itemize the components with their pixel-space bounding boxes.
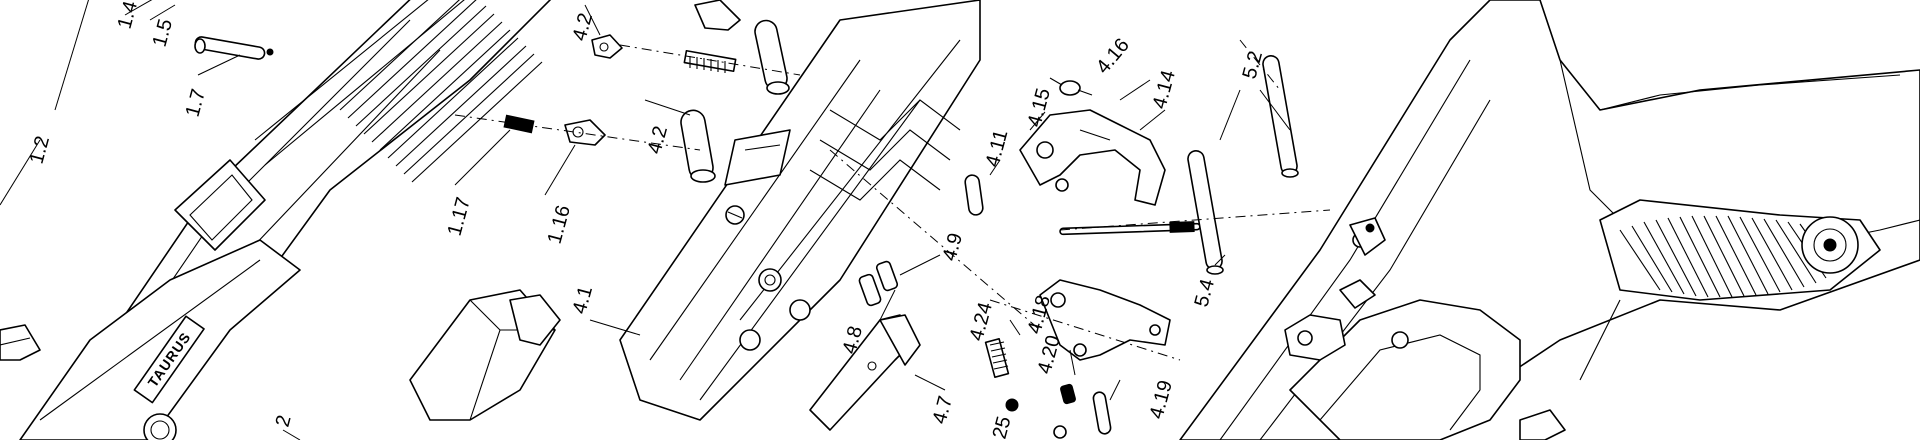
part-1-16	[564, 119, 606, 146]
pin-4-19	[1092, 391, 1112, 435]
callout-4-11: 4.11	[982, 127, 1013, 169]
part-4-18	[1039, 279, 1171, 361]
callout-4-19: 4.19	[1146, 378, 1177, 421]
spring-4-24	[984, 338, 1010, 378]
frame-emblem	[143, 413, 177, 440]
callout-1-4: 1.4	[114, 0, 142, 31]
slide-serrations	[339, 0, 543, 183]
callout-1-16: 1.16	[544, 203, 575, 246]
leader-lines	[0, 0, 1291, 440]
pin-4-11	[964, 174, 984, 216]
slide-assembly	[0, 0, 552, 440]
housing-lattice	[809, 99, 961, 201]
callout-1-7: 1.7	[182, 87, 210, 120]
part-4-7	[809, 314, 921, 431]
spring-4-16	[1049, 77, 1093, 96]
spring-1-17	[503, 114, 535, 134]
callout-4-2-top: 4.2	[569, 11, 597, 44]
part-4-20	[1060, 383, 1076, 405]
callout-4-1: 4.1	[569, 284, 597, 317]
callout-1-2: 1.2	[26, 134, 54, 167]
callout-4-16: 4.16	[1092, 34, 1134, 78]
pins-4-2	[680, 19, 790, 183]
callout-25: 25	[989, 414, 1016, 440]
parts-4-8-4-9	[858, 260, 899, 307]
callout-4-18: 4.18	[1024, 293, 1055, 336]
callout-5-4: 5.4	[1191, 277, 1219, 310]
small-parts-top	[591, 0, 741, 73]
trigger-4-14	[1019, 109, 1166, 206]
callout-4-20: 4.20	[1034, 333, 1065, 376]
callout-1-17: 1.17	[444, 195, 475, 238]
callout-4-2-mid: 4.2	[644, 124, 672, 157]
fire-control-housing	[619, 0, 981, 421]
ball-25	[1005, 398, 1067, 439]
pins-5-2	[1187, 54, 1299, 275]
callout-4-7: 4.7	[929, 394, 957, 427]
pin-1-7	[194, 36, 274, 60]
callout-4-24: 4.24	[966, 300, 997, 343]
callout-1-5: 1.5	[149, 17, 177, 50]
grip-texture	[1619, 215, 1835, 298]
callout-5-2: 5.2	[1239, 49, 1267, 82]
callout-4-14: 4.14	[1149, 68, 1180, 111]
frame-grip	[1179, 0, 1920, 440]
assembly-axis-lines	[454, 39, 1331, 361]
pin-5-4	[1059, 221, 1201, 236]
magazine-block	[409, 289, 561, 421]
callout-2: 2	[272, 413, 296, 429]
callout-4-9: 4.9	[939, 231, 967, 264]
